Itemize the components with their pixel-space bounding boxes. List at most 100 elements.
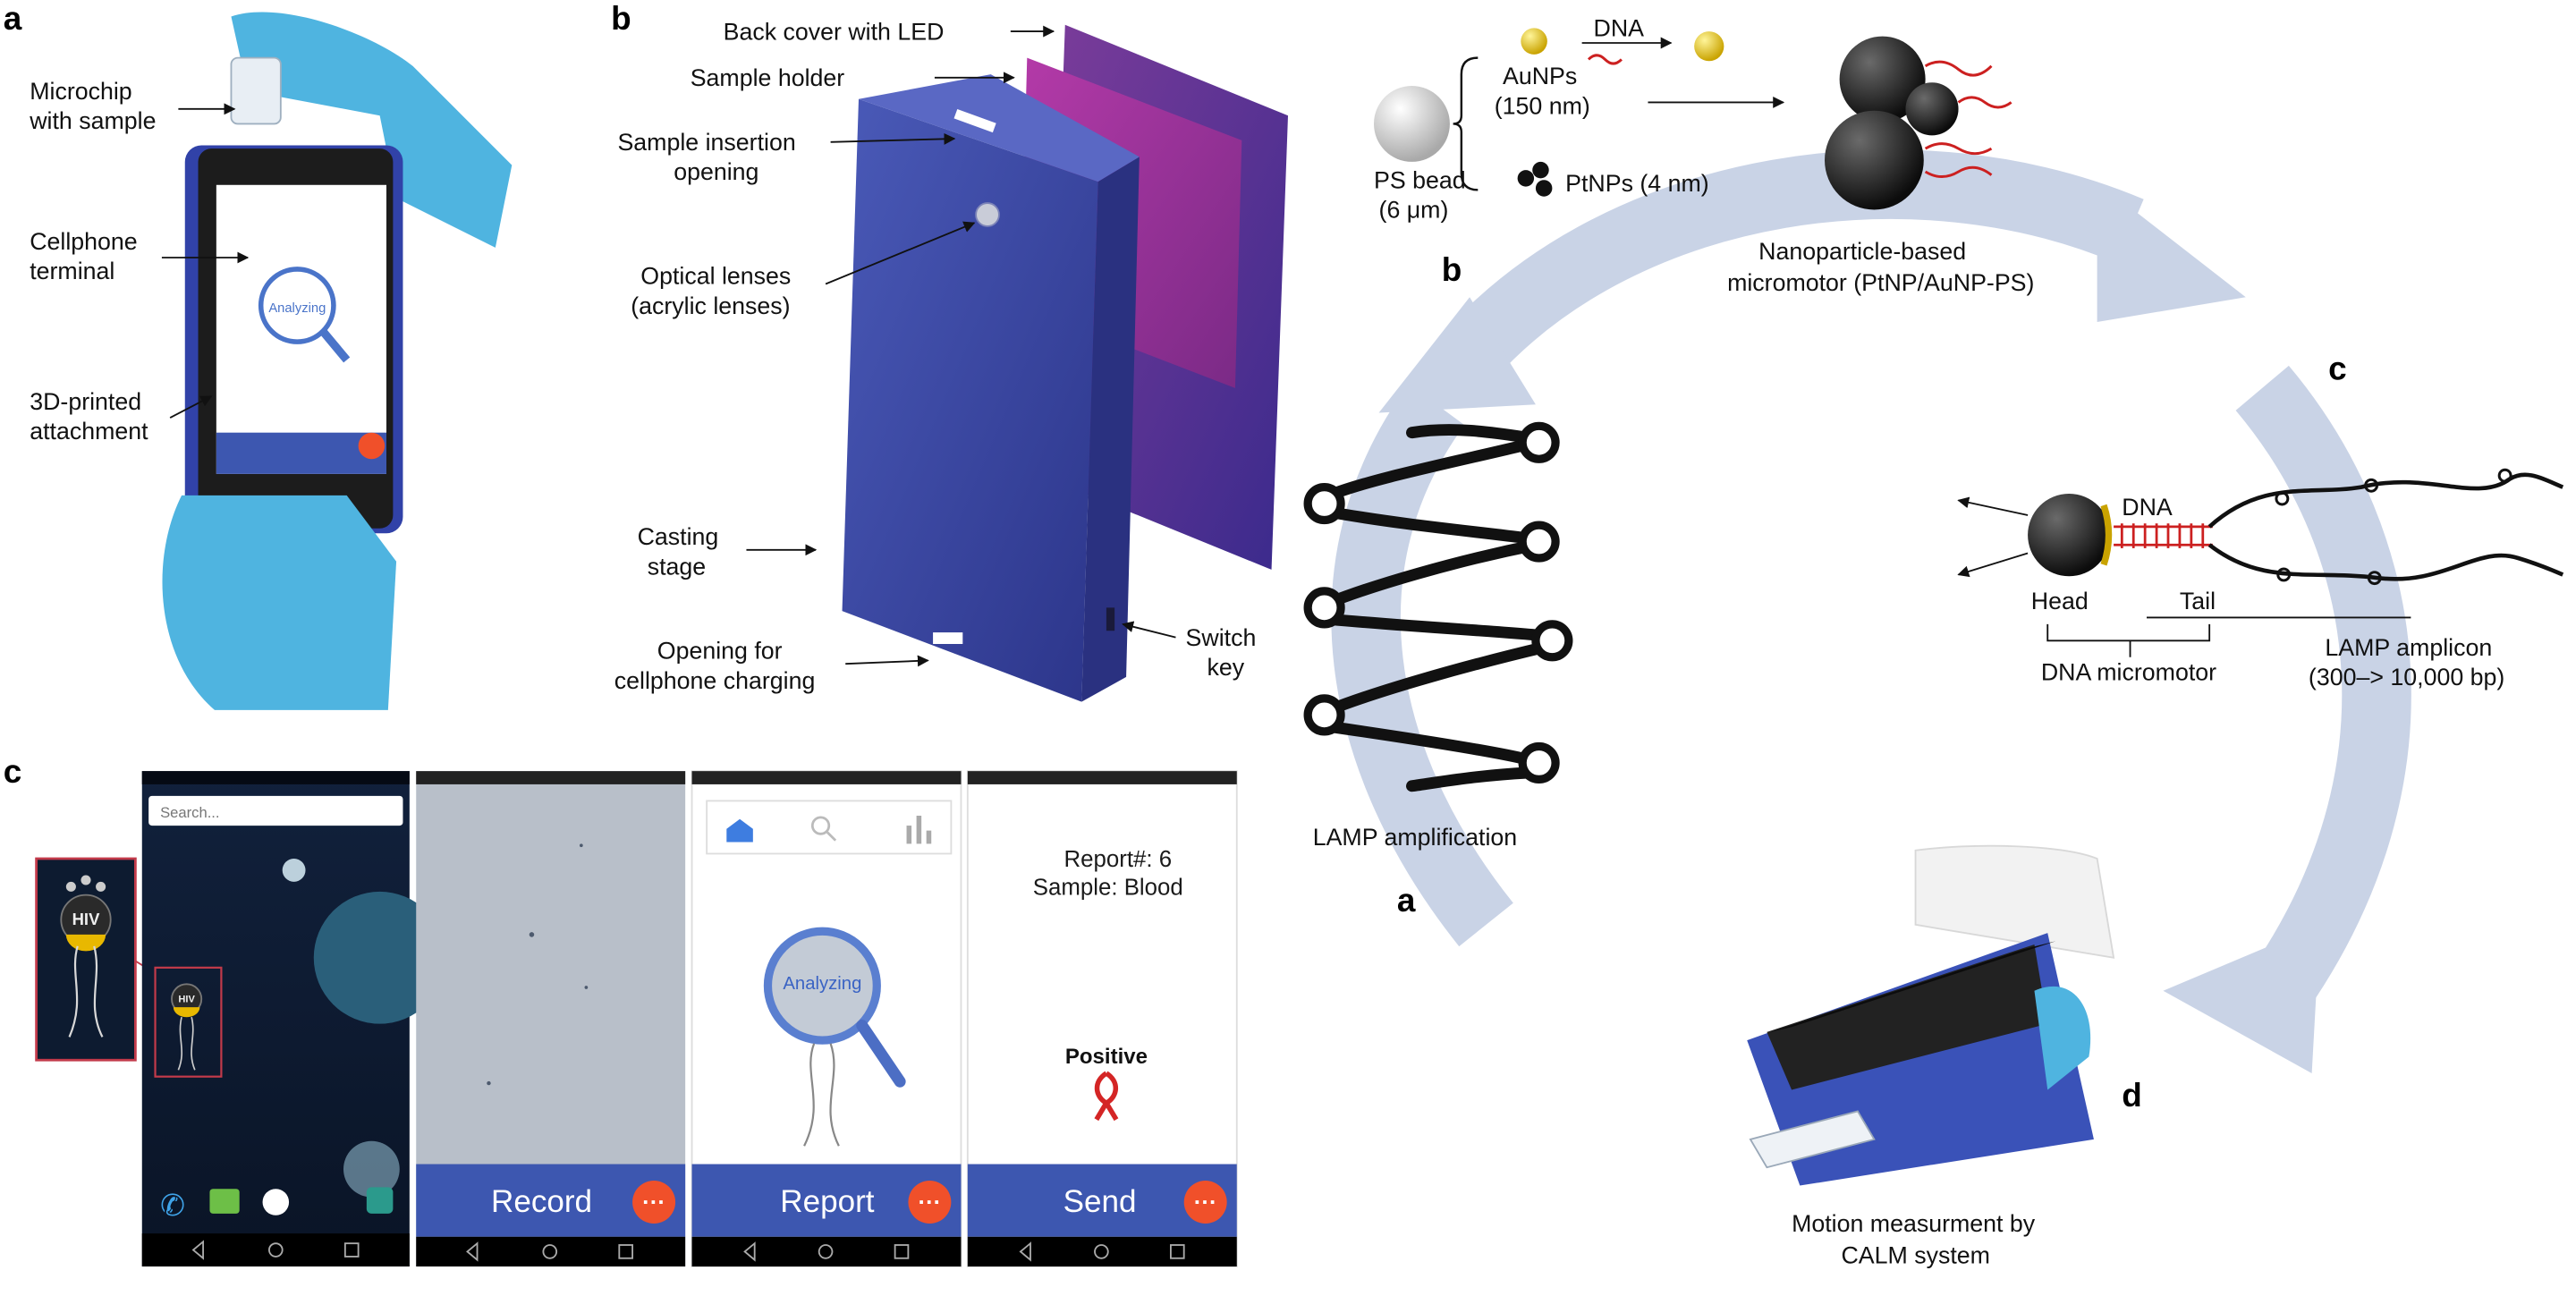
analyzing-badge bbox=[763, 927, 881, 1045]
cycle-letter-d: d bbox=[2122, 1077, 2142, 1114]
more-icon: ··· bbox=[642, 1190, 665, 1216]
label-microchip-2: with sample bbox=[29, 107, 156, 134]
charging-opening bbox=[933, 632, 963, 645]
label-motor-1: Nanoparticle-based bbox=[1758, 238, 1966, 265]
panel-letter-b: b bbox=[611, 0, 631, 37]
hiv-label-small: HIV bbox=[178, 995, 195, 1005]
cycle-arc-right bbox=[2235, 365, 2411, 1011]
label-charging-2: cellphone charging bbox=[614, 667, 816, 694]
search-bar[interactable] bbox=[148, 795, 403, 826]
nav-back-icon[interactable] bbox=[466, 1241, 479, 1262]
send-button[interactable]: Send bbox=[1063, 1184, 1137, 1219]
label-attach-1: 3D-printed bbox=[30, 388, 141, 415]
optical-lens bbox=[975, 202, 1000, 227]
label-amplicon-1: LAMP amplicon bbox=[2325, 634, 2492, 661]
label-aunp-2: (150 nm) bbox=[1495, 92, 1590, 119]
report-screen: Analyzing Report ··· bbox=[691, 770, 962, 1267]
label-attach-2: attachment bbox=[30, 418, 148, 445]
record-screen: Record ··· bbox=[416, 771, 686, 1267]
nav-back-icon[interactable] bbox=[743, 1241, 756, 1262]
label-microchip-1: Microchip bbox=[30, 78, 131, 105]
label-aunp-1: AuNPs bbox=[1503, 63, 1577, 89]
label-ps-1: PS bead bbox=[1374, 166, 1466, 193]
sample-chip bbox=[1749, 1110, 1876, 1169]
report-number: Report#: 6 bbox=[1064, 847, 1173, 872]
nav-recents-icon[interactable] bbox=[343, 1242, 360, 1258]
lamp-amplification-coil: LAMP amplification bbox=[1303, 421, 1573, 851]
dna-aunp-conjugate bbox=[1694, 31, 1724, 62]
label-phone-2: terminal bbox=[30, 258, 114, 284]
calm-system-photo: Motion measurment by CALM system bbox=[1747, 844, 2115, 1268]
nav-home-icon[interactable] bbox=[818, 1244, 834, 1259]
cycle-letter-c: c bbox=[2328, 351, 2347, 387]
label-insertion-1: Sample insertion bbox=[617, 129, 795, 156]
panel-a-labels: Microchip with sample Cellphone terminal… bbox=[29, 78, 250, 445]
panel-b-labels: Back cover with LED Sample holder Sample… bbox=[614, 18, 1257, 694]
panel-letter-a: a bbox=[4, 0, 22, 37]
analyzing-text: Analyzing bbox=[783, 974, 861, 994]
report-fab[interactable] bbox=[908, 1181, 952, 1224]
record-button[interactable]: Record bbox=[491, 1184, 592, 1219]
label-insertion-2: opening bbox=[674, 158, 758, 185]
nav-recents-icon[interactable] bbox=[894, 1244, 910, 1259]
nav-home-icon[interactable] bbox=[1094, 1244, 1109, 1259]
nav-recents-icon[interactable] bbox=[618, 1244, 634, 1259]
nav-home-icon[interactable] bbox=[268, 1242, 284, 1258]
label-calm-2: CALM system bbox=[1841, 1241, 1989, 1268]
phone-photo: Analyzing bbox=[162, 12, 513, 710]
glove-top bbox=[231, 12, 513, 248]
label-ptnp: PtNPs (4 nm) bbox=[1565, 170, 1709, 197]
phone-fab bbox=[358, 432, 386, 460]
record-fab[interactable] bbox=[632, 1181, 676, 1224]
cycle-arrows bbox=[1331, 149, 2411, 1074]
label-dna-top: DNA bbox=[1594, 15, 1645, 42]
label-dna-micromotor: DNA micromotor bbox=[2041, 659, 2216, 686]
panel-letter-c: c bbox=[4, 753, 22, 790]
ps-bead bbox=[1374, 86, 1450, 162]
red-ribbon-icon bbox=[1094, 1071, 1119, 1122]
camera-icon[interactable] bbox=[366, 1187, 394, 1214]
nav-back-icon[interactable] bbox=[1019, 1241, 1031, 1262]
phone-screen bbox=[216, 184, 387, 474]
hiv-zoom-inset: HIV bbox=[35, 857, 157, 1062]
home-screen: Search... HIV ✆ bbox=[141, 771, 446, 1267]
send-screen: Report#: 6 Sample: Blood Positive Send ·… bbox=[966, 770, 1238, 1267]
micromotor-synthesis: PS bead (6 μm) AuNPs (150 nm) DNA PtNPs … bbox=[1374, 15, 2034, 296]
search-placeholder: Search... bbox=[160, 804, 219, 821]
motor-head bbox=[2028, 494, 2111, 577]
home-icon[interactable] bbox=[726, 818, 753, 843]
amplicon-strand-1 bbox=[2207, 472, 2564, 529]
nav-recents-icon[interactable] bbox=[1170, 1244, 1185, 1259]
label-amplicon-2: (300–> 10,000 bp) bbox=[2309, 664, 2504, 690]
label-head: Head bbox=[2031, 588, 2089, 614]
messages-icon[interactable] bbox=[209, 1189, 240, 1214]
amplicon-strand-2 bbox=[2207, 543, 2564, 581]
label-phone-1: Cellphone bbox=[30, 228, 137, 255]
send-fab[interactable] bbox=[1183, 1181, 1227, 1224]
label-switch-2: key bbox=[1208, 654, 1245, 681]
label-casting-1: Casting bbox=[638, 523, 719, 550]
nav-home-icon[interactable] bbox=[542, 1244, 558, 1259]
apps-icon[interactable] bbox=[262, 1189, 290, 1216]
label-switch-1: Switch bbox=[1186, 624, 1257, 651]
aunp bbox=[1521, 28, 1547, 55]
micromotor-bead-1 bbox=[1839, 36, 1926, 123]
label-tail: Tail bbox=[2180, 588, 2216, 614]
attachment-shell-3d bbox=[842, 98, 1098, 702]
dock: ✆ bbox=[160, 1187, 394, 1223]
dna-micromotor-diagram: DNA Head Tail DNA micromotor LAMP amplic… bbox=[1957, 468, 2564, 690]
switch-key bbox=[1106, 607, 1115, 631]
microchip bbox=[230, 56, 282, 125]
search-icon[interactable] bbox=[810, 816, 831, 835]
phone-icon[interactable]: ✆ bbox=[160, 1190, 185, 1223]
nav-back-icon[interactable] bbox=[191, 1240, 205, 1260]
phone-badge-text: Analyzing bbox=[268, 301, 326, 316]
micromotor-bead-3 bbox=[1825, 110, 1924, 210]
more-icon: ··· bbox=[918, 1190, 941, 1216]
report-button[interactable]: Report bbox=[780, 1184, 874, 1219]
glove-bottom bbox=[162, 495, 397, 710]
label-lenses-1: Optical lenses bbox=[640, 263, 791, 290]
lab-coat bbox=[1914, 844, 2115, 959]
label-motor-2: micromotor (PtNP/AuNP-PS) bbox=[1727, 269, 2034, 296]
chart-icon[interactable] bbox=[906, 816, 932, 844]
